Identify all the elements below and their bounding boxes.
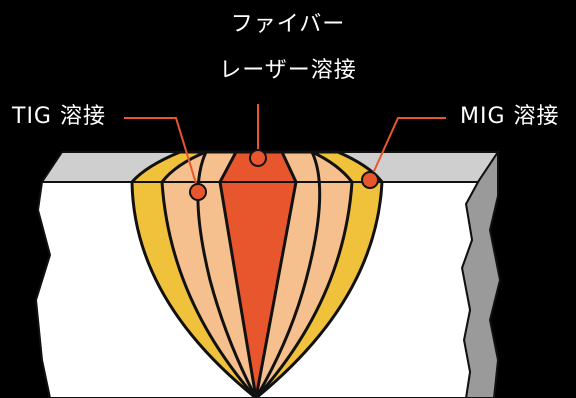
tig-inner-boundary-left — [196, 151, 258, 398]
fiber-laser-label-line2: レーザー溶接 — [219, 58, 357, 83]
tig-leader-line — [124, 117, 199, 191]
mig-leader-line — [369, 117, 446, 181]
laser-weld-zone — [218, 150, 298, 398]
fiber-laser-label-line1: ファイバー — [230, 12, 346, 37]
tig-inner-boundary-right — [254, 151, 322, 398]
mig-marker-dot — [361, 171, 379, 189]
tig-welding-label: TIG 溶接 — [12, 104, 106, 129]
laser-marker-dot — [249, 149, 267, 167]
mig-welding-label: MIG 溶接 — [460, 104, 560, 129]
tig-marker-dot — [189, 183, 207, 201]
